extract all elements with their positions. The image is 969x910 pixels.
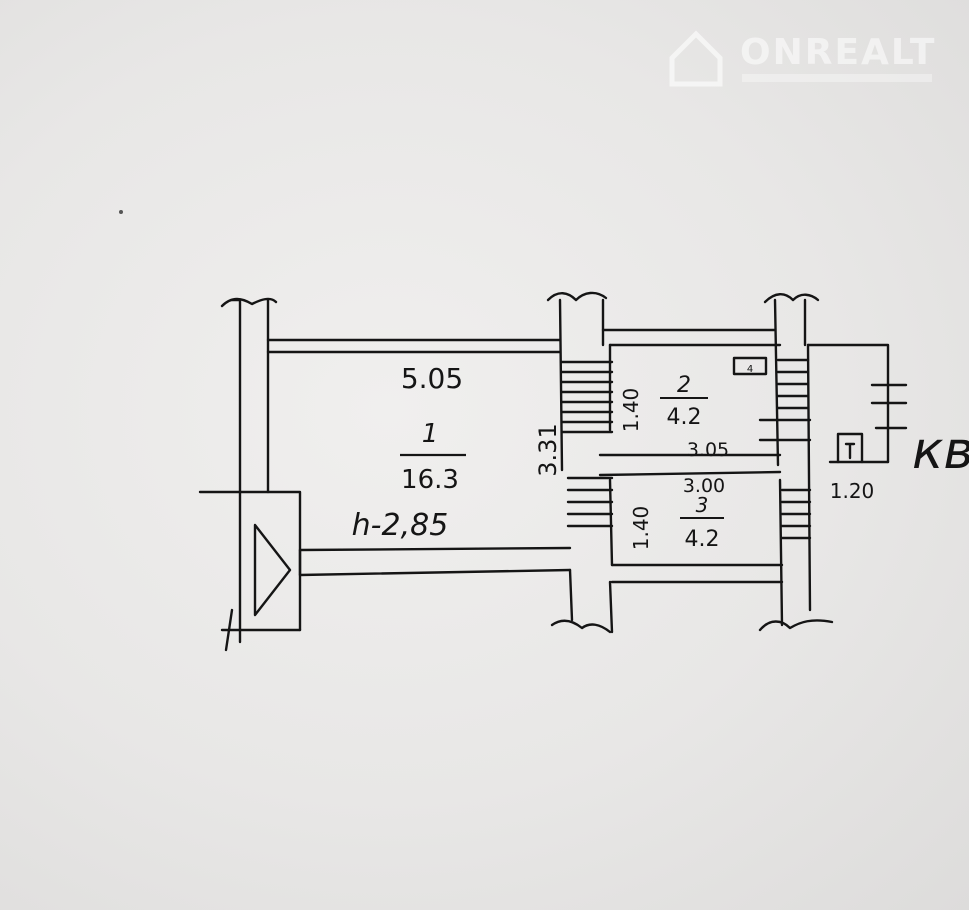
- watermark: ONREALT: [669, 30, 936, 87]
- room-3-area: 4.2: [685, 527, 720, 552]
- window-fixture-label: 4: [747, 364, 753, 375]
- room-1-length-label: 5.05: [401, 362, 463, 395]
- entry-width-label: 1.20: [830, 479, 875, 503]
- room-1-number: 1: [422, 419, 439, 449]
- paper-speck: [119, 210, 123, 214]
- house-icon: [669, 30, 723, 87]
- ceiling-height-label: h-2,85: [352, 508, 449, 543]
- room-1-area: 16.3: [401, 465, 459, 495]
- room-2-width-label: 1.40: [619, 388, 643, 433]
- watermark-brand: ONREALT: [740, 32, 936, 73]
- side-marker-label: кв: [912, 421, 969, 481]
- room-1-width-label: 3.31: [534, 423, 562, 476]
- room-labels: 1 16.3 2 4.2 3 4.2: [400, 373, 724, 552]
- dimension-labels: 5.05 3.31 h-2,85 1.40 3.05 1.40 3.00 1.2…: [352, 362, 969, 550]
- room-3-width-label: 1.40: [629, 506, 653, 551]
- room-2-length-label: 3.05: [687, 439, 729, 461]
- room-2-number: 2: [677, 373, 691, 398]
- room-3-number: 3: [696, 493, 709, 517]
- room-2-area: 4.2: [667, 405, 702, 430]
- room-3-length-label: 3.00: [683, 475, 725, 497]
- watermark-underline: [742, 74, 932, 82]
- wall-lines: [198, 291, 908, 652]
